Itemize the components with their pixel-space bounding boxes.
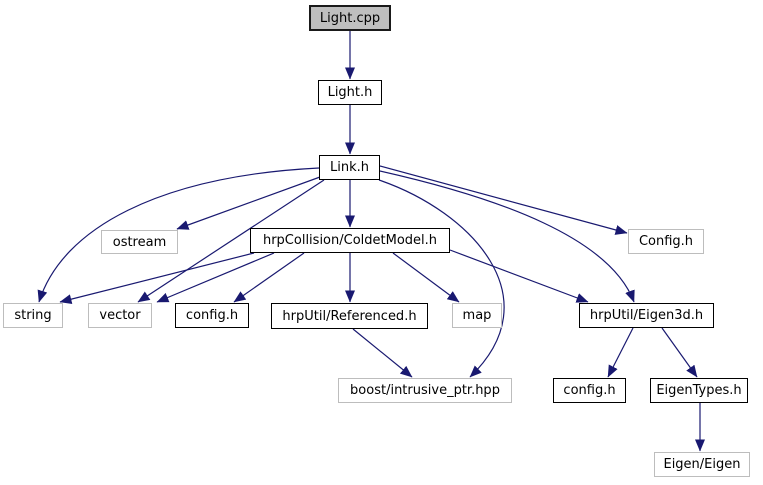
- edge-link_h-to-config_top: [379, 165, 628, 235]
- graph-node-eigentypes[interactable]: EigenTypes.h: [650, 378, 748, 403]
- graph-node-eigen3d[interactable]: hrpUtil/Eigen3d.h: [579, 303, 714, 328]
- edge-link_h-to-eigen3d: [379, 170, 635, 303]
- graph-node-config_mid[interactable]: config.h: [175, 303, 249, 328]
- graph-node-config_bot[interactable]: config.h: [553, 378, 626, 403]
- graph-node-map[interactable]: map: [452, 303, 502, 328]
- edge-coldetmodel-to-eigen3d: [449, 249, 589, 303]
- graph-node-light_h[interactable]: Light.h: [318, 80, 382, 105]
- graph-node-light_cpp[interactable]: Light.cpp: [309, 5, 391, 31]
- edge-link_h-to-string: [37, 167, 320, 303]
- edge-eigen3d-to-config_bot: [607, 327, 634, 378]
- edge-coldetmodel-to-vector: [156, 252, 275, 303]
- graph-node-vector[interactable]: vector: [88, 303, 152, 328]
- graph-node-coldetmodel[interactable]: hrpCollision/ColdetModel.h: [250, 228, 450, 253]
- edge-coldetmodel-to-config_mid: [233, 252, 305, 303]
- edge-eigen3d-to-eigentypes: [661, 327, 698, 378]
- edge-link_h-to-vector: [137, 179, 325, 303]
- edge-link_h-to-boost_intrusive: [378, 179, 505, 378]
- edge-coldetmodel-to-string: [59, 252, 255, 305]
- graph-node-config_top[interactable]: Config.h: [628, 229, 704, 254]
- edge-coldetmodel-to-map: [392, 252, 460, 303]
- edge-referenced-to-boost_intrusive: [352, 328, 413, 378]
- graph-node-boost_intrusive[interactable]: boost/intrusive_ptr.hpp: [338, 378, 512, 403]
- graph-node-link_h[interactable]: Link.h: [319, 155, 380, 180]
- graph-node-ostream[interactable]: ostream: [101, 230, 178, 254]
- graph-node-referenced[interactable]: hrpUtil/Referenced.h: [271, 303, 428, 329]
- graph-node-string[interactable]: string: [3, 303, 63, 328]
- graph-node-eigen_eigen[interactable]: Eigen/Eigen: [654, 452, 750, 477]
- edge-link_h-to-ostream: [176, 176, 321, 230]
